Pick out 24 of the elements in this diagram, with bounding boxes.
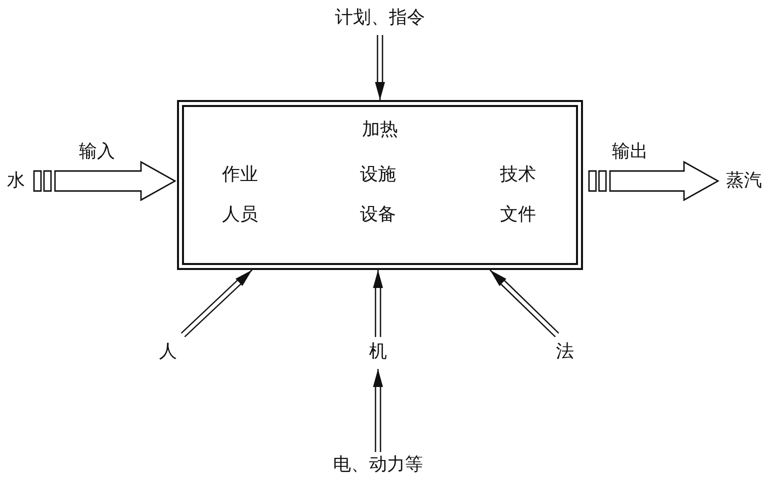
node-label: 水 bbox=[0, 164, 33, 198]
node-label: 蒸汽 bbox=[718, 164, 770, 198]
double-line-arrow bbox=[373, 368, 383, 453]
box-item-text: 设施 bbox=[360, 166, 396, 184]
box-item-text: 作业 bbox=[222, 166, 258, 184]
node-label: 机 bbox=[361, 335, 395, 369]
node-label: 电、动力等 bbox=[325, 448, 431, 482]
block-arrow bbox=[33, 160, 176, 202]
block-arrow bbox=[588, 160, 720, 202]
edge-label: 输出 bbox=[612, 143, 648, 161]
box-item-text: 文件 bbox=[500, 206, 536, 224]
node-label: 法 bbox=[548, 335, 582, 369]
node-label: 计划、指令 bbox=[327, 1, 433, 35]
box-item-text: 设备 bbox=[360, 206, 396, 224]
double-line-arrow bbox=[180, 269, 253, 338]
box-heading: 加热 bbox=[362, 121, 398, 139]
node-label: 人 bbox=[151, 335, 185, 369]
edge-label: 输入 bbox=[79, 143, 115, 161]
double-line-arrow bbox=[489, 269, 560, 338]
double-line-arrow bbox=[375, 34, 385, 101]
process-box bbox=[177, 100, 583, 270]
double-line-arrow bbox=[373, 269, 383, 338]
box-item-text: 人员 bbox=[222, 206, 258, 224]
box-item-text: 技术 bbox=[500, 166, 536, 184]
